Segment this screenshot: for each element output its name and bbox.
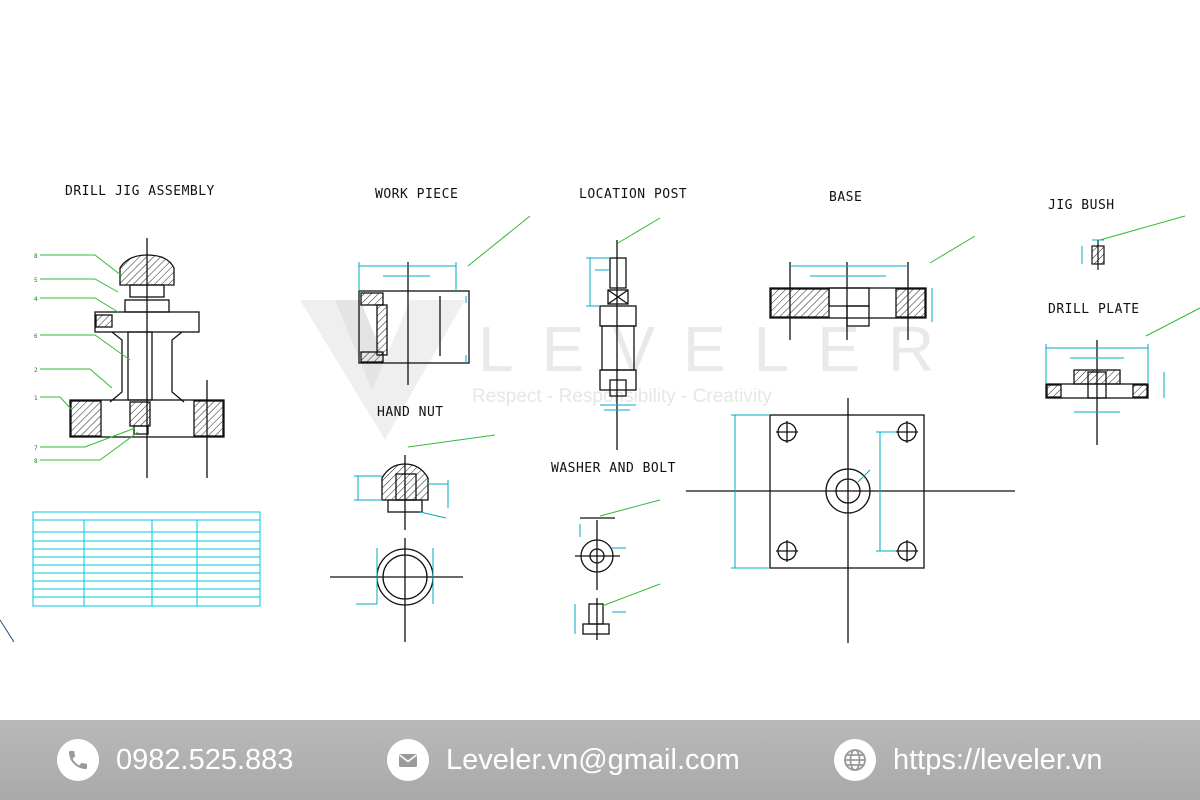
phone-icon [57, 739, 99, 781]
svg-text:1: 1 [34, 395, 38, 402]
hand-nut-view [330, 455, 463, 642]
drill-plate-dims [1045, 344, 1165, 413]
base-section-view [769, 262, 927, 340]
watermark-brand: LEVELER [478, 313, 963, 385]
assembly-leaders [40, 254, 139, 461]
item-list-table [32, 511, 261, 607]
globe-icon [834, 739, 876, 781]
location-post-dims [586, 257, 636, 411]
contact-footer: 0982.525.883 Leveler.vn@gmail.com https:… [0, 720, 1200, 800]
title-drill-jig-assembly: DRILL JIG ASSEMBLY [65, 184, 215, 199]
title-jig-bush: JIG BUSH [1048, 198, 1115, 213]
phone-contact[interactable]: 0982.525.883 [57, 739, 293, 781]
svg-text:2: 2 [34, 367, 38, 374]
hand-nut-dims [354, 475, 449, 605]
watermark-logo [300, 300, 465, 440]
svg-text:8: 8 [34, 458, 38, 465]
svg-text:8: 8 [34, 253, 38, 260]
drawing-sheet: LEVELER Respect - Responsibility - Creat… [0, 184, 1200, 643]
title-hand-nut: HAND NUT [377, 405, 444, 420]
title-base: BASE [829, 190, 863, 205]
assembly-view [69, 238, 225, 478]
base-plan-dims [731, 414, 896, 569]
assembly-balloons: 8 5 4 6 2 1 7 8 [34, 253, 38, 465]
washer-bolt-dims [574, 524, 626, 634]
email-contact[interactable]: Leveler.vn@gmail.com [387, 739, 740, 781]
svg-text:6: 6 [34, 333, 38, 340]
work-piece-view [358, 262, 470, 385]
base-plan-view [686, 398, 1015, 643]
svg-text:7: 7 [34, 445, 38, 452]
title-washer-and-bolt: WASHER AND BOLT [551, 461, 676, 476]
base-section-dims [790, 265, 933, 322]
svg-text:5: 5 [34, 277, 38, 284]
washer-bolt-view [575, 517, 620, 640]
website-contact[interactable]: https://leveler.vn [834, 739, 1103, 781]
cad-drawing: 8 5 4 6 2 1 7 8 [0, 215, 1200, 643]
website-url[interactable]: https://leveler.vn [893, 743, 1103, 776]
work-piece-dims [358, 262, 467, 363]
title-drill-plate: DRILL PLATE [1048, 302, 1140, 317]
title-work-piece: WORK PIECE [375, 187, 459, 202]
email-address[interactable]: Leveler.vn@gmail.com [446, 743, 740, 776]
jig-bush-dims [1081, 239, 1104, 264]
envelope-icon [387, 739, 429, 781]
svg-text:4: 4 [34, 296, 38, 303]
jig-bush-view [1091, 240, 1105, 270]
phone-number[interactable]: 0982.525.883 [116, 743, 294, 776]
location-post-view [599, 240, 637, 450]
drill-plate-view [1045, 340, 1149, 445]
title-location-post: LOCATION POST [579, 187, 688, 202]
